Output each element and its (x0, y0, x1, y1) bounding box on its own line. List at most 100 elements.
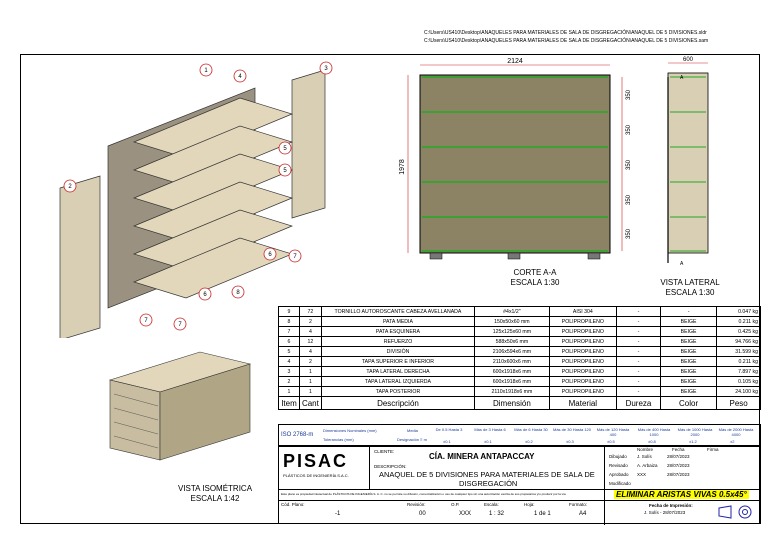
bom-cell-desc: PATA MEDIA (320, 316, 476, 327)
approval-roles: Aprobado (609, 472, 629, 477)
hoja-value: 1 de 1 (534, 511, 551, 517)
bom-cell-color: - (659, 306, 718, 317)
bom-cell-dim: #4x1/2" (474, 306, 550, 317)
top-panel (132, 97, 294, 159)
shelf-1 (132, 125, 294, 187)
bom-header-cell: Dimensión (474, 396, 550, 410)
rev-value: 00 (419, 511, 426, 517)
shelf-dim-4: 350 (626, 194, 632, 205)
iso-tol: ±0.1 (484, 439, 492, 444)
iso-tol: ±0.8 (648, 439, 656, 444)
balloon-5b: 5 (283, 168, 287, 174)
iso-range: Más de 120 Hasta 400 (596, 427, 630, 437)
bom-cell-dur: - (616, 306, 661, 317)
shelf-dim-5: 350 (626, 228, 632, 239)
bom-cell-cant: 4 (298, 346, 322, 357)
bom-header-cell: Item (278, 396, 300, 410)
iso-tol: ±0.2 (525, 439, 533, 444)
bom-cell-dur: - (616, 376, 661, 387)
front-view-scale: ESCALA 1:30 (510, 278, 560, 287)
bom-cell-dur: - (616, 316, 661, 327)
iso-tol: ±0.3 (566, 439, 574, 444)
left-panel (59, 175, 101, 338)
iso-tolerance-table: ISO 2768-m Dimensiones Nominales (mm) To… (278, 424, 761, 446)
bom-cell-cant: 12 (298, 336, 322, 347)
side-width-dim: 600 (683, 57, 694, 63)
approval-roles: Revisado (609, 463, 628, 468)
iso-tol: ±0.5 (607, 439, 615, 444)
description-label: DESCRIPCIÓN: (374, 464, 407, 469)
bom-header-cell: Cant (298, 396, 322, 410)
bom-cell-peso: 0.211 kg (716, 316, 761, 327)
bom-cell-mat: AISI 304 (548, 306, 618, 317)
bom-cell-dim: 588x50x6 mm (474, 336, 550, 347)
bom-cell-desc: REFUERZO (320, 336, 476, 347)
side-view-label: VISTA LATERAL (660, 278, 720, 287)
escala-label: Escala: (484, 502, 499, 507)
shelf-4 (132, 209, 294, 271)
bom-cell-item: 7 (278, 326, 300, 337)
bom-cell-mat: POLIPROPILENO (548, 386, 618, 397)
iso-standard: ISO 2768-m (281, 432, 314, 438)
balloon-6: 6 (268, 252, 272, 258)
shelf-2 (132, 153, 294, 215)
description-line-2: DISGREGACIÓN (459, 479, 518, 488)
iso-nominal-label: Dimensiones Nominales (mm) (323, 428, 377, 433)
approval-names: J. Solís (637, 454, 652, 459)
bom-cell-cant: 2 (298, 316, 322, 327)
iso-tol: ±2 (730, 439, 735, 444)
balloon-3: 3 (324, 66, 328, 72)
front-section-view: 2124 1978 350 350 350 350 350 (399, 58, 632, 260)
side-view: 600 A A (667, 57, 709, 267)
bom-cell-mat: POLIPROPILENO (548, 366, 618, 377)
iso-range: De 0.5 Hasta 3 (435, 427, 463, 432)
bom-cell-mat: POLIPROPILENO (548, 326, 618, 337)
formato-value: A4 (579, 511, 587, 517)
iso-tol-label: Tolerancias (mm) (323, 437, 354, 442)
side-view-scale: ESCALA 1:30 (665, 288, 715, 297)
isometric-view (108, 351, 252, 461)
iso-view-label: VISTA ISOMÉTRICA (177, 484, 253, 493)
approval-roles: Dibujado (609, 454, 627, 459)
bom-cell-dim: 2106x594x6 mm (474, 346, 550, 357)
bom-cell-mat: POLIPROPILENO (548, 316, 618, 327)
bom-cell-desc: DIVISIÓN (320, 346, 476, 357)
hoja-label: Hoja: (524, 502, 535, 507)
bom-cell-color: BEIGE (659, 386, 718, 397)
cod-label: Cód. Plano: (281, 502, 305, 507)
bom-cell-color: BEIGE (659, 356, 718, 367)
balloon-8: 8 (236, 290, 240, 296)
description-line-1: ANAQUEL DE 5 DIVISIONES PARA MATERIALES … (379, 470, 595, 479)
bom-cell-mat: POLIPROPILENO (548, 376, 618, 387)
shelf-3 (132, 181, 294, 243)
approval-names: A. Arbaiza (637, 463, 658, 468)
iso-tol: ±1.2 (689, 439, 697, 444)
bom-cell-cant: 1 (298, 386, 322, 397)
formato-label: Formato: (569, 502, 588, 507)
approval-dates: 28/07/2023 (667, 454, 690, 459)
op-label: O.P. (451, 502, 460, 507)
bom-cell-peso: 31.599 kg (716, 346, 761, 357)
bom-cell-item: 6 (278, 336, 300, 347)
bom-cell-color: BEIGE (659, 376, 718, 387)
balloon-7a: 7 (293, 254, 297, 260)
company-logo: PISAC (283, 451, 349, 471)
bom-cell-cant: 1 (298, 366, 322, 377)
bom-cell-cant: 2 (298, 356, 322, 367)
balloon-5a: 5 (283, 146, 287, 152)
cod-value: -1 (335, 511, 341, 517)
bom-cell-cant: 4 (298, 326, 322, 337)
bom-cell-dur: - (616, 346, 661, 357)
section-mark-top: A (680, 75, 684, 81)
bom-cell-dim: 600x1918x6 mm (474, 376, 550, 387)
bom-cell-dur: - (616, 326, 661, 337)
bom-cell-color: BEIGE (659, 366, 718, 377)
approval-dates: 28/07/2023 (667, 463, 690, 468)
shelf-dim-3: 350 (626, 159, 632, 170)
